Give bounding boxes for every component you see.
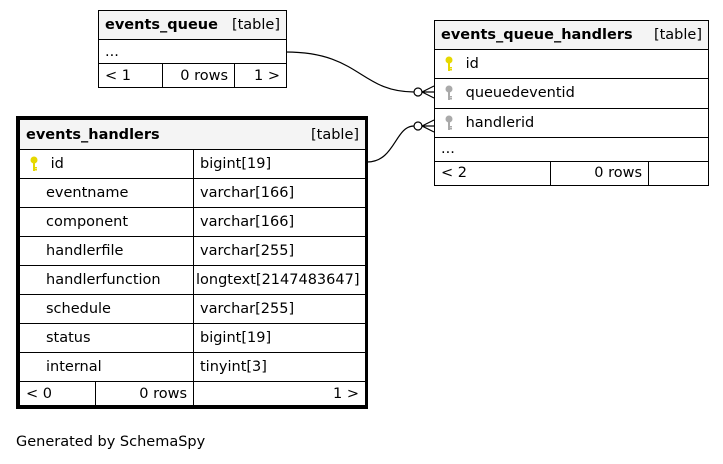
column-name: id	[50, 156, 64, 172]
zero-marker	[413, 87, 423, 97]
column-name: component	[19, 207, 194, 237]
table-footer: < 0 0 rows 1 >	[19, 381, 367, 406]
table-type: [table]	[310, 126, 360, 143]
zero-marker	[413, 121, 423, 131]
footer-prev: < 0	[19, 381, 96, 406]
column-row-handlerfunction[interactable]: handlerfunction longtext[2147483647]	[19, 265, 367, 295]
primary-key-icon	[26, 156, 42, 172]
column-type: bigint[19]	[192, 149, 367, 179]
column-name: eventname	[19, 178, 194, 208]
column-row-schedule[interactable]: schedule varchar[255]	[19, 294, 367, 324]
column-name: handlerfile	[19, 236, 194, 266]
column-name: id	[465, 56, 479, 73]
column-name: status	[19, 323, 194, 353]
column-type: varchar[166]	[192, 178, 367, 208]
column-type: bigint[19]	[192, 323, 367, 353]
column-row-status[interactable]: status bigint[19]	[19, 323, 367, 353]
footer-rows: 0 rows	[95, 381, 194, 406]
footer-prev: < 2	[434, 160, 551, 187]
column-type: varchar[166]	[192, 207, 367, 237]
column-name: queuedeventid	[465, 85, 575, 102]
table-footer: < 2 0 rows	[434, 160, 709, 187]
relationship-queue-to-queuedeventid	[285, 51, 415, 93]
table-name: events_queue_handlers	[441, 27, 633, 44]
column-row-handlerfile[interactable]: handlerfile varchar[255]	[19, 236, 367, 266]
foreign-key-icon	[441, 115, 457, 131]
column-row-component[interactable]: component varchar[166]	[19, 207, 367, 237]
footer-prev: < 1	[98, 63, 163, 88]
column-row-id[interactable]: id	[434, 49, 709, 80]
ellipsis-row: ...	[434, 136, 709, 162]
table-header[interactable]: events_queue [table]	[98, 10, 287, 40]
column-row-internal[interactable]: internal tinyint[3]	[19, 352, 367, 382]
column-type: longtext[2147483647]	[192, 265, 367, 295]
many-marker	[421, 85, 435, 99]
table-events-queue[interactable]: events_queue [table] ... < 1 0 rows 1 >	[98, 10, 287, 88]
table-events-queue-handlers[interactable]: events_queue_handlers [table] id queuede…	[434, 19, 709, 187]
table-type: [table]	[653, 27, 702, 44]
ellipsis-row: ...	[98, 39, 287, 64]
column-name: handlerid	[465, 114, 535, 131]
column-name: schedule	[19, 294, 194, 324]
table-events-handlers[interactable]: events_handlers [table] id bigint[19] ev…	[16, 116, 368, 409]
many-marker	[421, 119, 435, 133]
generated-by-label: Generated by SchemaSpy	[16, 434, 206, 450]
table-name: events_queue	[105, 17, 218, 33]
footer-next: 1 >	[192, 381, 367, 406]
column-type: varchar[255]	[192, 294, 367, 324]
table-header[interactable]: events_queue_handlers [table]	[434, 19, 709, 51]
footer-rows: 0 rows	[550, 160, 649, 187]
relationship-handlers-to-handlerid	[366, 125, 415, 163]
column-type: tinyint[3]	[192, 352, 367, 382]
column-type: varchar[255]	[192, 236, 367, 266]
column-name: handlerfunction	[19, 265, 194, 295]
column-row-handlerid[interactable]: handlerid	[434, 107, 709, 138]
footer-next	[648, 160, 709, 187]
foreign-key-icon	[441, 85, 457, 101]
column-name: internal	[19, 352, 194, 382]
footer-rows: 0 rows	[162, 63, 235, 88]
table-name: events_handlers	[26, 126, 160, 143]
column-row-eventname[interactable]: eventname varchar[166]	[19, 178, 367, 208]
table-header[interactable]: events_handlers [table]	[18, 119, 367, 150]
footer-next: 1 >	[234, 63, 287, 88]
primary-key-icon	[441, 56, 457, 72]
column-row-queuedeventid[interactable]: queuedeventid	[434, 78, 709, 109]
table-type: [table]	[231, 17, 280, 33]
column-row-id[interactable]: id bigint[19]	[19, 149, 367, 179]
table-footer: < 1 0 rows 1 >	[98, 63, 287, 88]
